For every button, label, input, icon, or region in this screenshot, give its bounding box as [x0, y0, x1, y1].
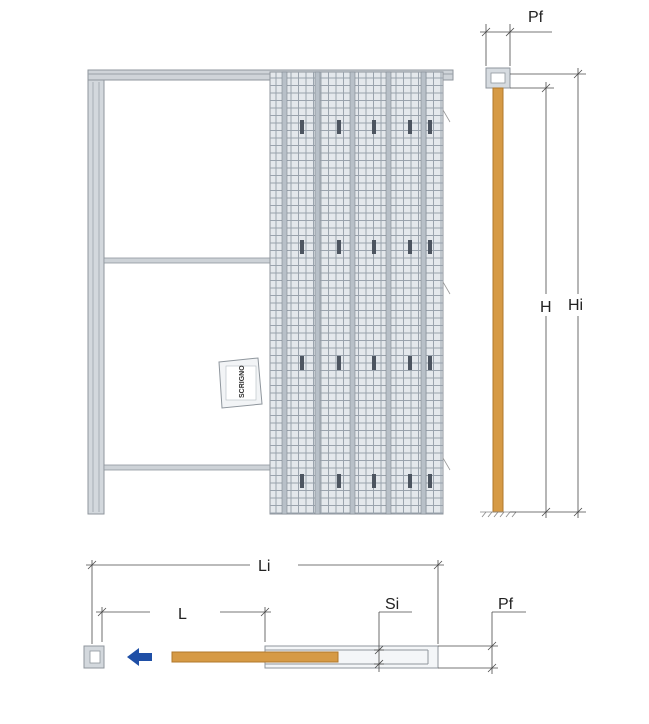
label-l: L	[178, 606, 187, 623]
dim-li	[86, 560, 444, 644]
mesh-stamp	[428, 356, 432, 370]
side-section: Pf H Hi	[480, 9, 590, 518]
mesh-stamp	[300, 120, 304, 134]
hardware-bag: SCRIGNO	[218, 357, 263, 409]
mesh-stamp	[428, 120, 432, 134]
mesh-stamp	[372, 240, 376, 254]
opening-rail-upper	[103, 257, 271, 264]
mesh-stamp	[408, 120, 412, 134]
mesh-rib	[420, 71, 427, 515]
dim-si	[374, 611, 412, 672]
dim-l	[96, 607, 271, 642]
mesh-rib	[385, 71, 392, 515]
mesh-stamp	[337, 240, 341, 254]
mesh-rib	[314, 71, 321, 515]
label-si: Si	[385, 596, 399, 613]
mesh-stamp	[337, 356, 341, 370]
mesh-stamp	[408, 356, 412, 370]
mesh-stamp	[300, 356, 304, 370]
mesh-stamp	[372, 120, 376, 134]
mesh-stamp	[337, 474, 341, 488]
mesh-stamp	[300, 474, 304, 488]
dim-pf-bottom	[438, 611, 526, 674]
plan-view: Li L Si Pf	[83, 558, 526, 674]
label-hi: Hi	[568, 297, 583, 314]
left-jamb	[87, 79, 105, 515]
mesh-stamp	[337, 120, 341, 134]
mesh-stamp	[372, 474, 376, 488]
door-leaf-side	[492, 87, 504, 513]
front-elevation: SCRIGNO	[87, 69, 454, 515]
label-h: H	[540, 299, 552, 316]
mesh-stamp	[428, 240, 432, 254]
mesh-rib	[349, 71, 356, 515]
floor-hatch	[480, 511, 517, 518]
opening-rail-lower	[103, 464, 271, 471]
dim-pf-top	[480, 24, 552, 66]
mesh-rib	[281, 71, 288, 515]
dim-hi	[510, 68, 586, 518]
mesh-stamp	[408, 474, 412, 488]
mesh-stamp	[408, 240, 412, 254]
label-pf-top: Pf	[528, 9, 544, 26]
label-li: Li	[258, 558, 270, 575]
mesh-cassette	[269, 71, 451, 515]
mesh-stamp	[428, 474, 432, 488]
bag-brand-label: SCRIGNO	[239, 365, 246, 398]
plan-jamb-profile	[83, 645, 105, 669]
slide-direction-arrow	[127, 648, 152, 666]
mesh-stamp	[372, 356, 376, 370]
label-pf-bottom: Pf	[498, 596, 514, 613]
mesh-stamp	[300, 240, 304, 254]
